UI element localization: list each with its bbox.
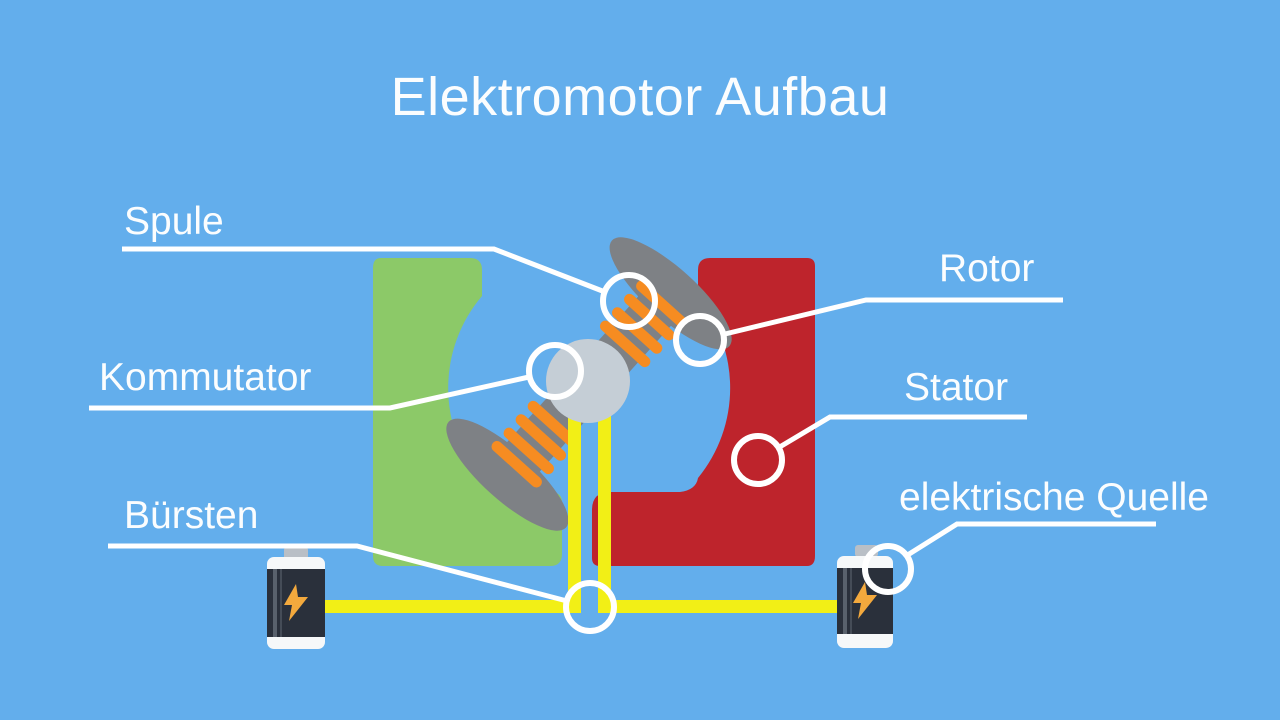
buersten-marker-circle bbox=[563, 580, 617, 634]
stator-leader-line bbox=[776, 414, 1027, 451]
label-stator: Stator bbox=[904, 366, 1009, 409]
lightning-bolt-icon bbox=[853, 582, 877, 619]
battery-left bbox=[267, 547, 325, 649]
kommutator-leader-line bbox=[89, 374, 530, 411]
label-spule: Spule bbox=[124, 200, 224, 243]
wire-vertical-left bbox=[568, 390, 581, 613]
wire-vertical-right bbox=[598, 390, 611, 613]
label-rotor: Rotor bbox=[939, 247, 1035, 290]
kommutator-marker-circle bbox=[526, 342, 584, 400]
buersten-leader-line bbox=[108, 543, 568, 604]
label-kommutator: Kommutator bbox=[99, 356, 312, 399]
stator-left-half bbox=[373, 258, 562, 566]
quelle-marker-circle bbox=[862, 543, 914, 595]
spule-marker-circle bbox=[600, 272, 658, 330]
stator-marker-circle bbox=[731, 433, 785, 487]
wire-horizontal-right bbox=[598, 600, 842, 613]
marker-circles bbox=[526, 272, 914, 634]
rotor-marker-circle bbox=[673, 313, 727, 367]
page-title: Elektromotor Aufbau bbox=[390, 67, 890, 127]
rotor-blade-lower bbox=[446, 418, 569, 531]
label-elektrische-quelle: elektrische Quelle bbox=[899, 476, 1209, 519]
rotor-leader-line bbox=[724, 297, 1063, 337]
battery-right bbox=[837, 545, 893, 648]
lightning-bolt-icon bbox=[284, 584, 308, 621]
quelle-leader-line bbox=[904, 521, 1156, 559]
label-buersten: Bürsten bbox=[124, 494, 259, 537]
commutator bbox=[546, 339, 630, 423]
rotor-blade-upper bbox=[609, 237, 732, 350]
spule-leader-line bbox=[122, 246, 606, 295]
leader-lines bbox=[89, 246, 1156, 604]
battery-terminal bbox=[284, 547, 308, 560]
circuit-wires bbox=[322, 390, 842, 613]
wire-horizontal-left bbox=[322, 600, 581, 613]
stator-right-half bbox=[592, 258, 815, 566]
